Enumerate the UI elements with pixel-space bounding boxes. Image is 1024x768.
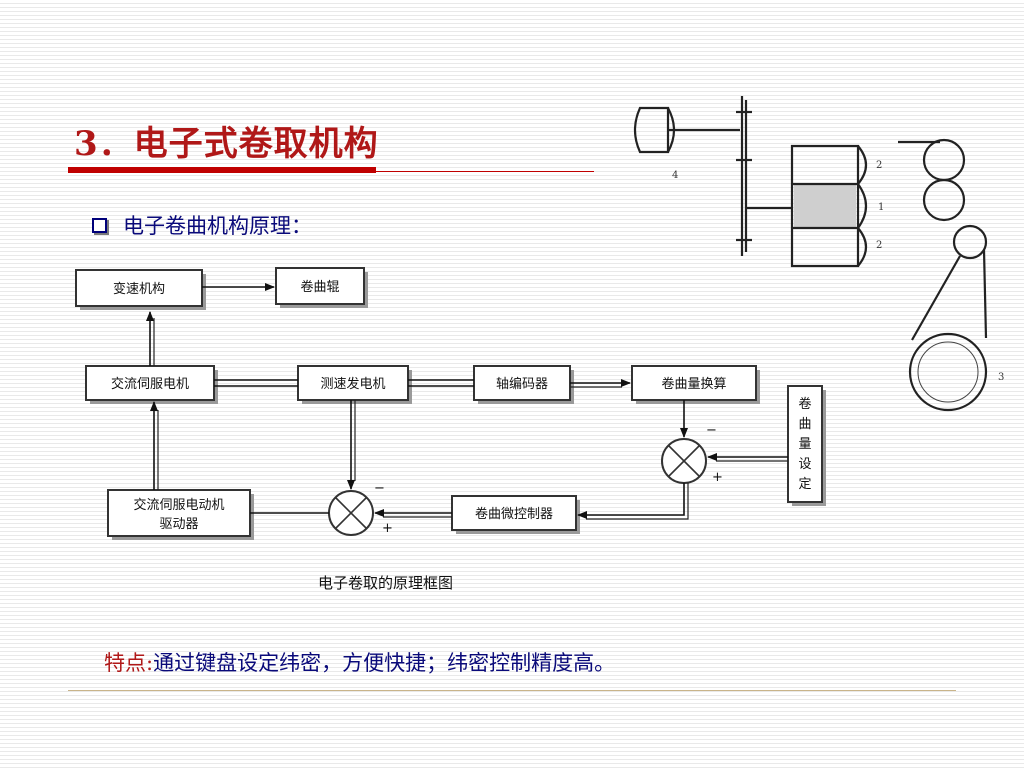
block-take-up-roller-label: 卷曲辊 [300, 279, 339, 295]
block-micro-controller-label: 卷曲微控制器 [475, 506, 553, 522]
block-ac-servo-driver: 交流伺服电动机 驱动器 [107, 489, 254, 540]
summing-junction-1 [328, 490, 374, 536]
summer1-plus: + [382, 521, 393, 536]
summing-junction-2 [661, 438, 707, 484]
block-tacho-generator-label: 测速发电机 [320, 376, 385, 392]
block-shaft-encoder-label: 轴编码器 [496, 377, 548, 392]
setting-char-1: 卷 [798, 396, 811, 412]
mech-label-3: 3 [998, 372, 1004, 383]
bottom-divider [68, 690, 956, 691]
setting-char-4: 设 [798, 457, 811, 472]
block-speed-mechanism: 变速机构 [75, 269, 206, 310]
block-speed-mechanism-label: 变速机构 [113, 281, 165, 297]
block-ac-servo-motor-label: 交流伺服电机 [111, 376, 189, 392]
setting-char-5: 定 [798, 477, 811, 492]
mech-label-2-top: 2 [876, 160, 882, 171]
block-shaft-encoder: 轴编码器 [473, 365, 574, 404]
block-ac-servo-motor: 交流伺服电机 [85, 365, 218, 404]
feature-line: 特点:通过键盘设定纬密，方便快捷；纬密控制精度高。 [104, 647, 615, 677]
title-underline-thin [376, 171, 594, 172]
slide-title: 3．电子式卷取机构 [74, 124, 379, 164]
block-ac-servo-driver-label-1: 交流伺服电动机 [133, 497, 224, 513]
bullet-text: 电子卷曲机构原理： [123, 214, 312, 238]
diagram-caption: 电子卷取的原理框图 [318, 574, 454, 592]
setting-char-2: 曲 [798, 417, 811, 432]
summer1-minus: − [374, 481, 385, 496]
feature-label: 特点: [104, 651, 154, 675]
mech-label-2-bottom: 2 [876, 240, 882, 251]
block-ac-servo-driver-label-2: 驱动器 [159, 517, 198, 532]
block-take-up-conversion: 卷曲量换算 [631, 365, 760, 404]
block-take-up-roller: 卷曲辊 [275, 267, 368, 308]
title-underline [68, 167, 376, 173]
square-bullet-icon [92, 217, 107, 233]
summer2-plus: + [712, 470, 723, 485]
take-up-mechanism-drawing: 4 2 1 2 3 [633, 96, 1004, 412]
bullet-item: 电子卷曲机构原理： [92, 210, 312, 240]
summer2-minus: − [706, 423, 717, 438]
block-micro-controller: 卷曲微控制器 [451, 495, 580, 534]
block-tacho-generator: 测速发电机 [297, 365, 412, 404]
mech-label-1: 1 [878, 202, 884, 213]
mech-label-4: 4 [672, 170, 678, 181]
feature-text: 通过键盘设定纬密，方便快捷；纬密控制精度高。 [153, 651, 616, 675]
block-take-up-setting: 卷 曲 量 设 定 [787, 385, 826, 506]
diagram-connections [146, 283, 788, 520]
block-take-up-conversion-label: 卷曲量换算 [661, 376, 726, 392]
setting-char-3: 量 [798, 437, 811, 452]
